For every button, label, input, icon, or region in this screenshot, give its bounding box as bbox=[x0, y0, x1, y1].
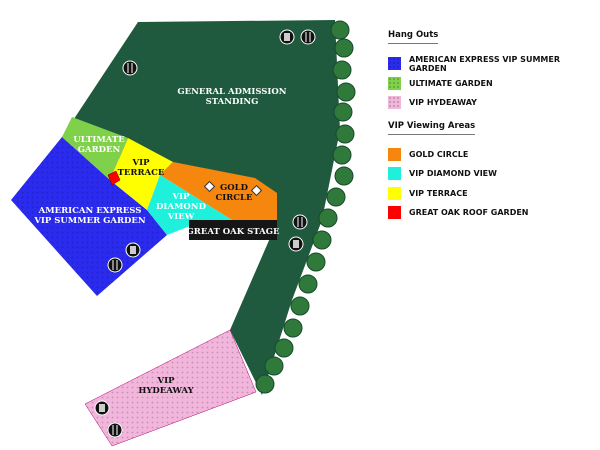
legend-swatch bbox=[388, 147, 401, 161]
legend-swatch bbox=[388, 76, 401, 90]
drink-icon bbox=[125, 242, 141, 258]
legend-label: VIP DIAMOND VIEW bbox=[409, 169, 497, 179]
dot-texture bbox=[11, 137, 167, 296]
stage-label: GREAT OAK STAGE bbox=[187, 227, 280, 237]
legend-item: VIP TERRACE bbox=[388, 184, 600, 204]
food-icon bbox=[300, 29, 316, 45]
gold-circle[interactable] bbox=[160, 162, 277, 220]
diamond-marker bbox=[203, 180, 216, 193]
legend-swatch bbox=[388, 96, 401, 110]
legend-item: GREAT OAK ROOF GARDEN bbox=[388, 203, 600, 223]
amenity-icons bbox=[94, 29, 316, 438]
food-icon bbox=[107, 422, 123, 438]
tree-line bbox=[255, 20, 356, 394]
legend-swatch bbox=[388, 57, 401, 71]
diamond-marker bbox=[250, 184, 263, 197]
legend-vip-title: VIP Viewing Areas bbox=[388, 121, 476, 135]
legend-item: ULTIMATE GARDEN bbox=[388, 74, 600, 94]
food-icon bbox=[107, 257, 123, 273]
legend-hang-outs-title: Hang Outs bbox=[388, 30, 439, 44]
ultimate-garden[interactable] bbox=[62, 117, 128, 180]
drink-icon bbox=[279, 29, 295, 45]
food-icon bbox=[122, 60, 138, 76]
legend-label: GREAT OAK ROOF GARDEN bbox=[409, 208, 529, 218]
legend: Hang Outs AMERICAN EXPRESS VIP SUMMER GA… bbox=[388, 22, 600, 223]
drink-icon bbox=[288, 236, 304, 252]
ga-label-1: GENERAL ADMISSION bbox=[177, 87, 286, 97]
drink-icon bbox=[94, 400, 110, 416]
legend-item: AMERICAN EXPRESS VIP SUMMER GARDEN bbox=[388, 54, 600, 74]
great-oak-roof-garden[interactable] bbox=[107, 170, 121, 186]
diamond-label-2: DIAMOND bbox=[156, 202, 207, 212]
legend-label: AMERICAN EXPRESS VIP SUMMER GARDEN bbox=[409, 54, 560, 73]
legend-item: VIP HYDEAWAY bbox=[388, 93, 600, 113]
diamond-label-1: VIP bbox=[172, 192, 191, 202]
legend-item: GOLD CIRCLE bbox=[388, 145, 600, 165]
stage[interactable] bbox=[189, 220, 277, 240]
ga-label-2: STANDING bbox=[206, 97, 259, 107]
vip-terrace[interactable] bbox=[110, 138, 173, 210]
legend-item: VIP DIAMOND VIEW bbox=[388, 164, 600, 184]
dot-texture bbox=[85, 330, 256, 446]
terrace-label-2: TERRACE bbox=[118, 168, 165, 178]
legend-label: GOLD CIRCLE bbox=[409, 149, 469, 159]
legend-label: VIP HYDEAWAY bbox=[409, 98, 477, 108]
terrace-label-1: VIP bbox=[132, 158, 151, 168]
hydeaway-label-2: HYDEAWAY bbox=[138, 386, 194, 396]
hydeaway-label-1: VIP bbox=[157, 376, 176, 386]
legend-swatch bbox=[388, 186, 401, 200]
amex-label-1: AMERICAN EXPRESS bbox=[38, 206, 142, 216]
ultimate-label-1: ULTIMATE bbox=[73, 135, 125, 145]
amex-label-2: VIP SUMMER GARDEN bbox=[33, 216, 146, 226]
gold-label-1: GOLD bbox=[220, 183, 249, 193]
gold-label-2: CIRCLE bbox=[215, 193, 253, 203]
food-icon bbox=[292, 214, 308, 230]
legend-swatch bbox=[388, 167, 401, 181]
legend-swatch bbox=[388, 206, 401, 220]
general-admission-area[interactable] bbox=[62, 20, 340, 395]
legend-label: ULTIMATE GARDEN bbox=[409, 78, 493, 88]
diamond-label-3: VIEW bbox=[167, 212, 195, 222]
legend-label: VIP TERRACE bbox=[409, 188, 468, 198]
ultimate-label-2: GARDEN bbox=[78, 145, 121, 155]
